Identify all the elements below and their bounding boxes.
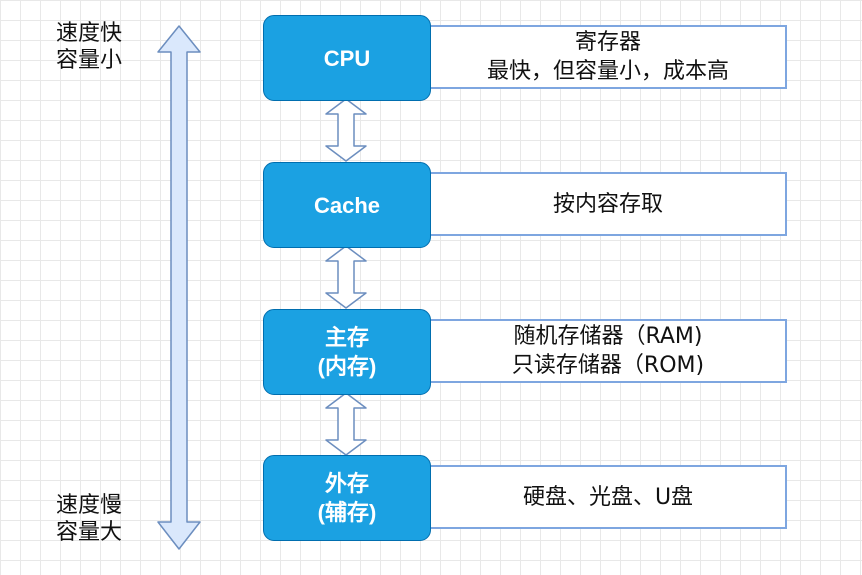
main-memory-description-box: 随机存储器（RAM) 只读存储器（ROM) <box>429 319 787 383</box>
cpu-cache-connector-arrow <box>325 98 367 162</box>
cache-box: Cache <box>263 162 431 248</box>
cache-description-box: 按内容存取 <box>429 172 787 236</box>
external-storage-box: 外存 (辅存) <box>263 455 431 541</box>
cache-memory-connector-arrow <box>325 245 367 309</box>
speed-capacity-double-arrow <box>157 25 201 550</box>
memory-storage-connector-arrow <box>325 392 367 456</box>
main-memory-box: 主存 (内存) <box>263 309 431 395</box>
cpu-box: CPU <box>263 15 431 101</box>
speed-fast-capacity-small-label: 速度快 容量小 <box>56 21 123 73</box>
speed-slow-capacity-large-label: 速度慢 容量大 <box>56 493 123 545</box>
cpu-description-box: 寄存器 最快，但容量小，成本高 <box>429 25 787 89</box>
external-storage-description-box: 硬盘、光盘、U盘 <box>429 465 787 529</box>
